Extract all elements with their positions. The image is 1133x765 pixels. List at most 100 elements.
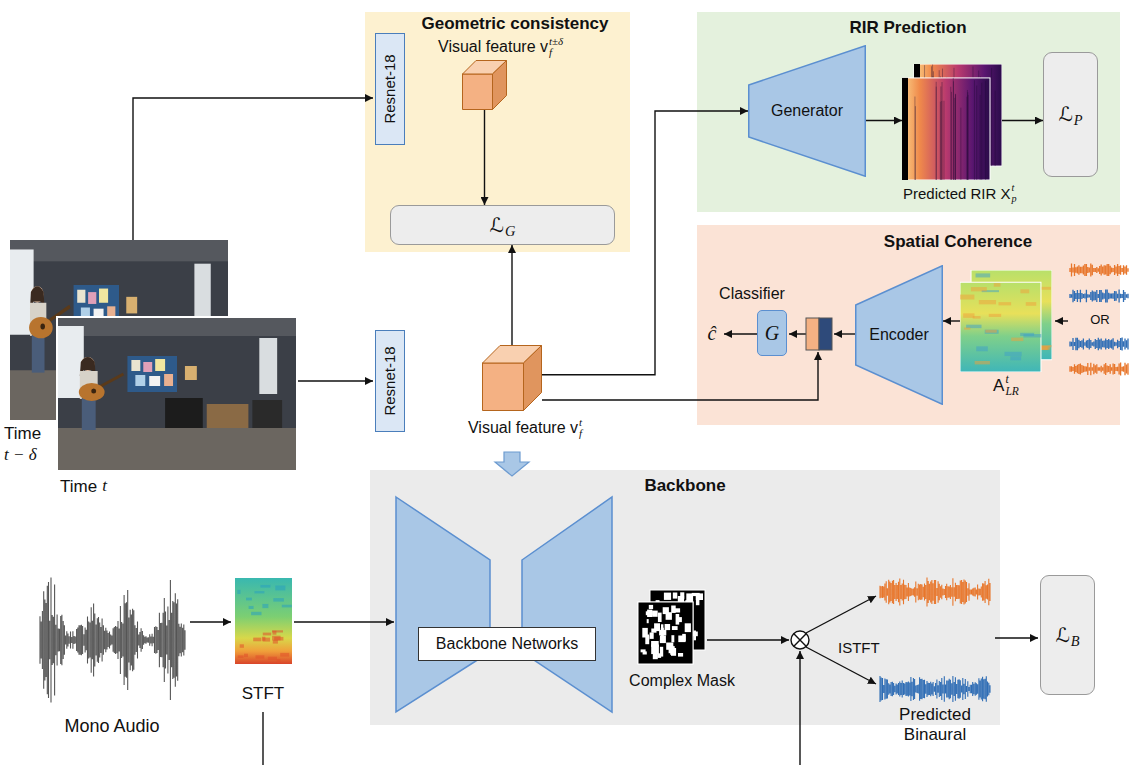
mask-speckle — [654, 625, 657, 634]
generator-trapezoid: Generator — [748, 45, 866, 177]
spectrogram-texture — [244, 654, 248, 657]
operation-label: ISTFT — [838, 639, 880, 657]
time-offset: t − δ — [4, 445, 37, 465]
mask-speckle — [665, 637, 669, 641]
mask-speckle — [680, 592, 684, 599]
mask-speckle — [663, 607, 669, 614]
encoder-trapezoid: Encoder — [855, 265, 943, 405]
multiply-symbol — [791, 631, 809, 649]
mask-speckle — [676, 630, 679, 634]
texture-line — [980, 95, 981, 180]
connector — [943, 320, 960, 321]
texture-line — [953, 78, 954, 180]
texture-blob — [1005, 352, 1022, 356]
texture-line — [943, 101, 944, 180]
mask-speckle — [670, 646, 672, 655]
math-label: Visual feature vtf — [468, 417, 582, 440]
cube-icon — [482, 345, 542, 411]
mask-speckle — [654, 614, 659, 620]
mask-speckle — [679, 598, 682, 605]
mask-speckle — [657, 653, 661, 658]
spectrogram-texture — [263, 633, 271, 636]
mask-speckle — [653, 646, 656, 651]
mask-layer — [650, 590, 705, 650]
mask-label: Complex Mask — [629, 671, 735, 690]
mask-speckle — [672, 646, 675, 650]
waveform — [1070, 290, 1128, 303]
texture-line — [967, 90, 968, 180]
spectrogram-texture — [260, 585, 270, 588]
texture-line — [976, 86, 977, 180]
texture-line — [974, 80, 975, 180]
spectrogram-texture — [262, 604, 268, 608]
mask-speckle — [678, 617, 680, 626]
mask-speckle — [686, 593, 693, 603]
texture-blob — [971, 287, 987, 291]
time-label: Time — [60, 477, 97, 497]
subscript: P — [1074, 112, 1083, 129]
spectrogram-texture — [273, 598, 284, 602]
texture-line — [953, 81, 954, 180]
mask-speckle — [681, 620, 685, 623]
time-symbol: t — [102, 476, 107, 496]
spectrogram-texture — [253, 638, 261, 642]
texture-line — [940, 102, 941, 180]
subscript: G — [505, 223, 515, 240]
cube-front — [463, 74, 493, 110]
mask-speckle — [671, 648, 676, 656]
texture-line — [950, 87, 951, 180]
texture-blob — [964, 328, 970, 330]
module-panel: RIR PredictionGeneratorPredicted RIR Xtp… — [697, 12, 1120, 212]
texture-blob — [1010, 356, 1021, 360]
math-label: Visual feature vt±δf — [438, 36, 563, 59]
mask-speckle — [653, 651, 658, 659]
spectrogram-texture — [237, 590, 240, 594]
arrow — [995, 637, 1038, 638]
mask-speckle — [651, 645, 659, 655]
mask-speckle — [643, 651, 647, 654]
spectrogram-texture — [268, 657, 277, 660]
network-box: Backbone Networks — [418, 627, 596, 661]
mask-speckle — [671, 635, 674, 642]
node-text: Backbone Networks — [436, 635, 578, 652]
mask-speckle — [672, 608, 680, 612]
texture-line — [955, 94, 956, 180]
arrow — [806, 647, 876, 684]
texture-line — [995, 91, 996, 166]
mask-speckle — [682, 634, 686, 642]
node-text: Resnet-18 — [381, 54, 398, 123]
complex-mask — [638, 590, 705, 664]
superscript: t — [1012, 183, 1017, 194]
mask-speckle — [678, 653, 683, 657]
centered-text: Generator — [771, 102, 843, 120]
spectrogram-texture — [280, 653, 289, 657]
mask-speckle — [652, 611, 658, 617]
texture-blob — [979, 300, 996, 304]
arrow — [707, 639, 789, 640]
texture-line — [991, 68, 992, 166]
script-stack: t±δf — [549, 36, 563, 59]
texture-blob — [985, 330, 999, 334]
frame-border — [8, 238, 230, 422]
mask-speckle — [685, 623, 691, 632]
loss-box: ℒP — [1043, 52, 1098, 177]
math-label: AtLR — [993, 374, 1019, 398]
module-panel: Geometric consistencyResnet-18Visual fea… — [365, 12, 630, 252]
connector — [484, 110, 485, 205]
mask-speckle — [651, 641, 659, 647]
cube-side — [524, 346, 542, 411]
arrow — [298, 380, 373, 381]
main-text: Visual feature v — [438, 38, 548, 56]
mask-speckle — [641, 649, 646, 652]
waveform — [880, 577, 990, 606]
mask-speckle — [658, 613, 662, 622]
mask-speckle — [663, 605, 670, 616]
arrow — [834, 333, 855, 334]
arrow — [190, 621, 231, 622]
texture-line — [940, 86, 941, 180]
connector — [542, 111, 748, 375]
mask-speckle — [665, 607, 672, 618]
mask-speckle — [661, 628, 664, 639]
mask-speckle — [663, 623, 665, 630]
